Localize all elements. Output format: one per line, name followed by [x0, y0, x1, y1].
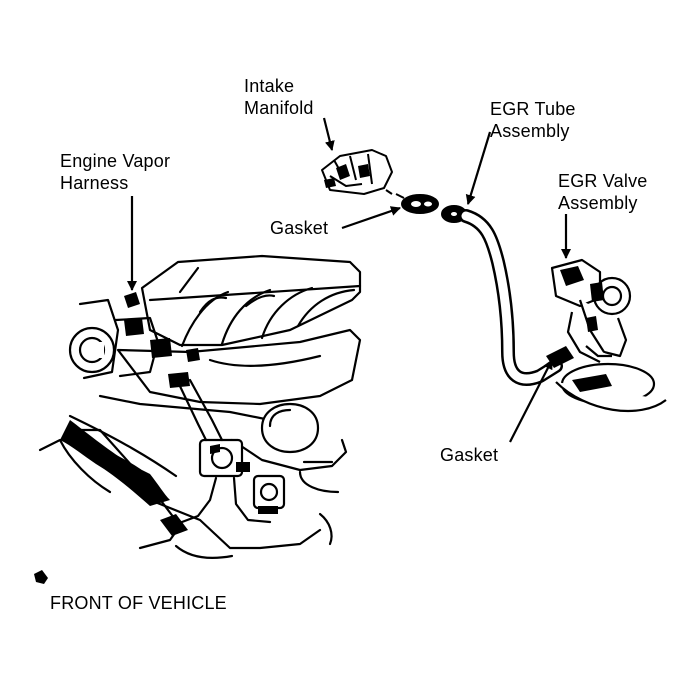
label-gasket-upper: Gasket [270, 218, 329, 238]
egr-tube [459, 209, 563, 386]
label-egr-valve-assembly: EGR Valve Assembly [558, 171, 648, 213]
front-of-vehicle-marker-icon [34, 570, 48, 584]
egr-valve-shading [546, 266, 612, 392]
engine-assembly [38, 254, 362, 559]
intake-manifold-fragment [321, 149, 393, 195]
upper-gaskets [385, 189, 467, 223]
label-intake-manifold: Intake Manifold [244, 76, 314, 118]
intake-manifold-shading [324, 164, 370, 188]
leader-lines [127, 117, 571, 443]
label-engine-vapor-harness: Engine Vapor Harness [60, 151, 171, 193]
engine-dark-details [60, 292, 278, 536]
label-gasket-lower: Gasket [440, 445, 499, 465]
label-front-of-vehicle: FRONT OF VEHICLE [50, 593, 227, 613]
label-egr-tube-assembly: EGR Tube Assembly [490, 99, 576, 141]
